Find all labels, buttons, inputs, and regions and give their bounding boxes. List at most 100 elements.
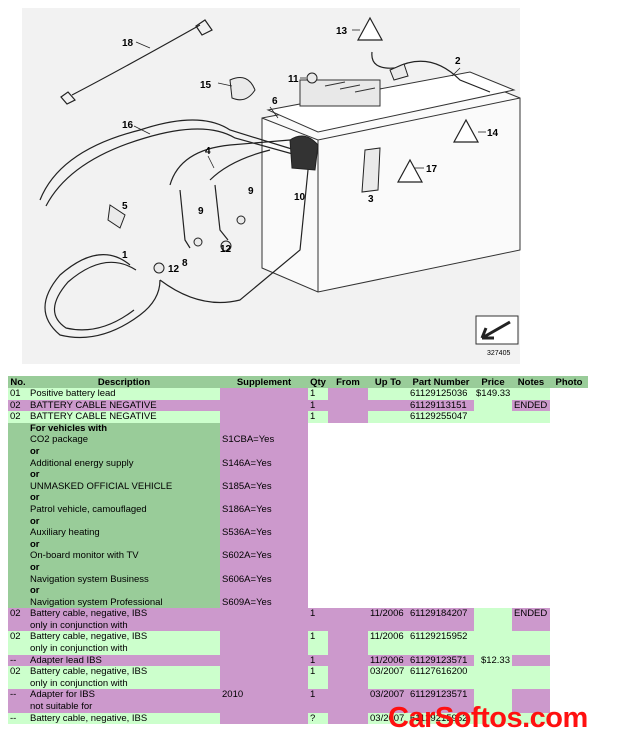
- cell-price: [474, 666, 512, 690]
- description-line: Adapter for IBS: [30, 689, 95, 701]
- cell-photo: [550, 399, 588, 412]
- cell-notes: ENDED: [512, 399, 550, 412]
- header-no: No.: [8, 376, 28, 388]
- description-line: or: [30, 469, 40, 481]
- cell-notes: [512, 712, 550, 725]
- description-line: For vehicles with: [30, 422, 108, 434]
- callout-1: 1: [122, 250, 128, 261]
- cell-notes: [512, 631, 550, 655]
- cell-no: 02: [8, 608, 28, 632]
- supplement-line: [222, 713, 306, 725]
- description-line: Navigation system Professional: [30, 596, 163, 608]
- header-notes: Notes: [512, 376, 550, 388]
- description-line: Battery cable, negative, IBS: [30, 608, 148, 620]
- cell-upto: 03/2007: [368, 712, 408, 725]
- description-line: only in conjunction with: [30, 619, 128, 631]
- cell-part[interactable]: 61129125036: [408, 388, 474, 400]
- callout-17: 17: [426, 164, 438, 175]
- cell-qty: 1: [308, 666, 328, 690]
- cell-qty: 1: [308, 608, 328, 632]
- cell-notes: [512, 422, 550, 609]
- cell-photo: [550, 411, 588, 423]
- callout-10: 10: [294, 192, 306, 203]
- supplement-line: 2010: [222, 689, 244, 701]
- cell-price: [474, 712, 512, 725]
- cell-part[interactable]: 61129123571: [408, 689, 474, 713]
- cell-photo: [550, 422, 588, 609]
- callout-9: 9: [248, 186, 254, 197]
- description-line: or: [30, 585, 40, 597]
- cell-no: 01: [8, 388, 28, 400]
- callout-16: 16: [122, 120, 134, 131]
- cell-supp: [220, 712, 308, 725]
- callout-11: 11: [288, 74, 299, 85]
- cell-part[interactable]: 61127616200: [408, 666, 474, 690]
- cell-upto: [368, 411, 408, 423]
- cell-supp: 2010: [220, 689, 308, 713]
- cell-from: [328, 399, 368, 412]
- description-line: only in conjunction with: [30, 643, 128, 655]
- table-row: --Battery cable, negative, IBS ? 03/2007…: [8, 712, 588, 725]
- cell-no: --: [8, 654, 28, 667]
- supplement-line: S146A=Yes: [222, 457, 272, 469]
- cell-part[interactable]: 61129123571: [408, 654, 474, 667]
- supplement-line: S609A=Yes: [222, 596, 272, 608]
- description-line: Navigation system Business: [30, 573, 149, 585]
- cell-price: [474, 399, 512, 412]
- cell-part[interactable]: [408, 422, 474, 609]
- cell-price: [474, 689, 512, 713]
- supplement-line: [222, 620, 306, 632]
- description-line: BATTERY CABLE NEGATIVE: [30, 399, 157, 411]
- supplement-line: [222, 388, 306, 400]
- cell-notes: [512, 689, 550, 713]
- description-line: Auxiliary heating: [30, 527, 100, 539]
- callout-8: 8: [182, 258, 188, 269]
- description-line: Patrol vehicle, camouflaged: [30, 503, 147, 515]
- cell-upto: 03/2007: [368, 666, 408, 690]
- supplement-line: [222, 678, 306, 690]
- cell-no: [8, 422, 28, 609]
- cell-qty: ?: [308, 712, 328, 725]
- cell-notes: [512, 654, 550, 667]
- cell-from: [328, 411, 368, 423]
- supplement-line: S1CBA=Yes: [222, 434, 275, 446]
- cell-part[interactable]: 61129215952: [408, 712, 474, 725]
- cell-qty: [308, 422, 328, 609]
- callout-4: 4: [205, 146, 211, 157]
- supplement-line: [222, 655, 306, 667]
- header-qty: Qty: [308, 376, 328, 388]
- cell-price: $12.33: [474, 654, 512, 667]
- description-line: BATTERY CABLE NEGATIVE: [30, 411, 157, 423]
- supplement-line: [222, 643, 306, 655]
- cell-desc: BATTERY CABLE NEGATIVE: [28, 411, 220, 423]
- cell-no: 02: [8, 411, 28, 423]
- supplement-line: [222, 701, 306, 713]
- cell-notes: [512, 411, 550, 423]
- cell-part[interactable]: 61129184207: [408, 608, 474, 632]
- header-description: Description: [28, 376, 220, 388]
- watermark-tld: .com: [522, 702, 588, 734]
- cell-from: [328, 666, 368, 690]
- cell-part[interactable]: 61129215952: [408, 631, 474, 655]
- cell-from: [328, 654, 368, 667]
- cell-part[interactable]: 61129255047: [408, 411, 474, 423]
- supplement-line: S536A=Yes: [222, 527, 272, 539]
- orientation-arrow-icon: [475, 315, 519, 345]
- cell-qty: 1: [308, 654, 328, 667]
- supplement-line: [222, 411, 306, 423]
- cell-upto: 03/2007: [368, 689, 408, 713]
- description-line: UNMASKED OFFICIAL VEHICLE: [30, 480, 173, 492]
- supplement-line: [222, 423, 306, 435]
- description-line: or: [30, 445, 40, 457]
- cell-photo: [550, 689, 588, 713]
- cell-photo: [550, 388, 588, 400]
- cell-photo: [550, 712, 588, 725]
- cell-qty: 1: [308, 388, 328, 400]
- cell-upto: [368, 399, 408, 412]
- cell-part[interactable]: 61129113151: [408, 399, 474, 412]
